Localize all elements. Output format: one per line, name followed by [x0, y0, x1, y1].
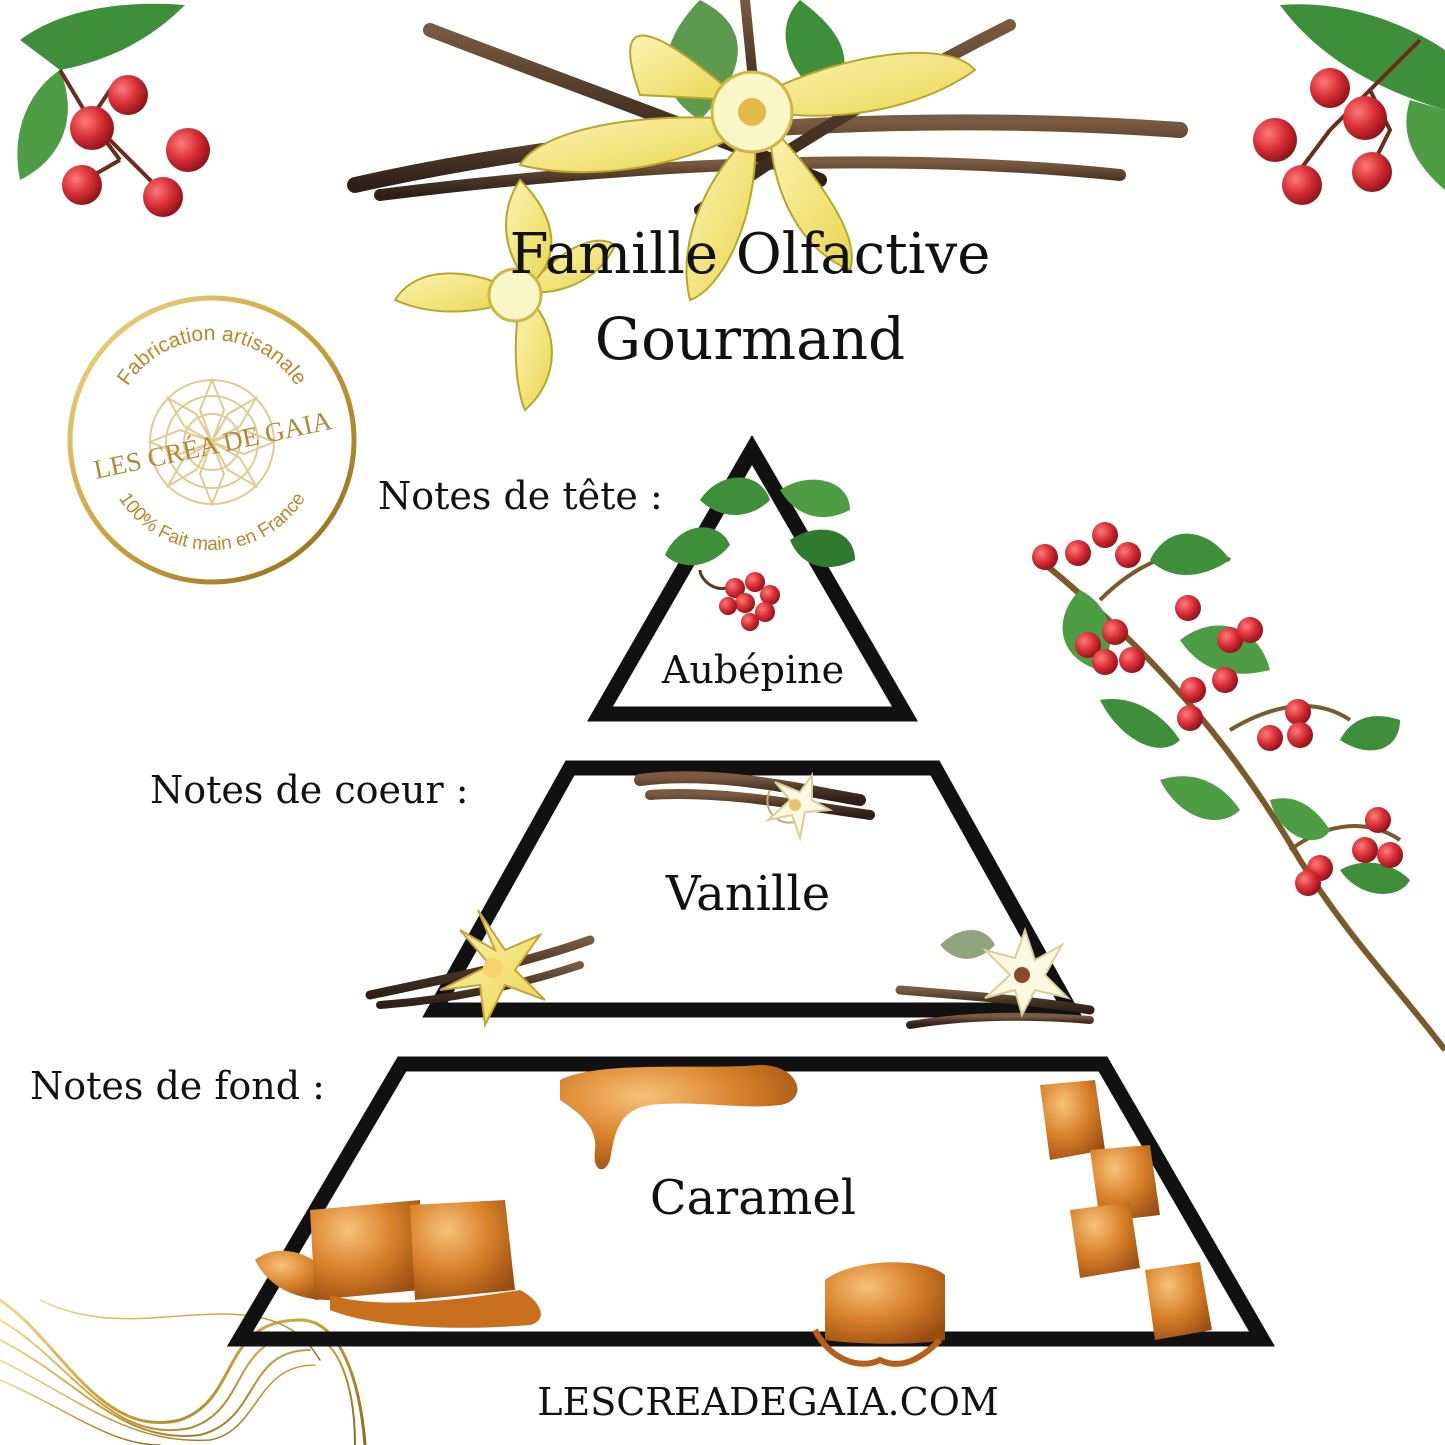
hawthorn-corner-left-icon — [17, 3, 210, 217]
vanilla-pods-icon — [365, 771, 1095, 1029]
pyramid-base-outline — [226, 1056, 1275, 1347]
hawthorn-berries-icon — [665, 477, 855, 631]
hawthorn-branch-icon — [1032, 522, 1445, 1052]
base-notes-label: Notes de fond : — [30, 1064, 325, 1108]
website-footer: LESCREADEGAIA.COM — [537, 1380, 999, 1424]
heart-notes-label: Notes de coeur : — [150, 768, 469, 812]
mandala-icon — [147, 377, 277, 507]
pyramid-top-outline — [587, 435, 919, 722]
title-line-2: Gourmand — [594, 305, 906, 373]
top-note-name: Aubépine — [661, 648, 845, 692]
top-notes-label: Notes de tête : — [378, 474, 663, 518]
artisan-seal: Fabrication artisanale LES CRÉA DE GAIA … — [67, 295, 357, 585]
vanilla-bouquet-icon — [347, 0, 1188, 412]
caramel-cubes-icon — [255, 1065, 1212, 1367]
title-line-1: Famille Olfactive — [509, 222, 991, 287]
heart-note-name: Vanille — [665, 866, 831, 922]
hawthorn-corner-right-icon — [1253, 4, 1445, 205]
base-note-name: Caramel — [649, 1170, 857, 1226]
